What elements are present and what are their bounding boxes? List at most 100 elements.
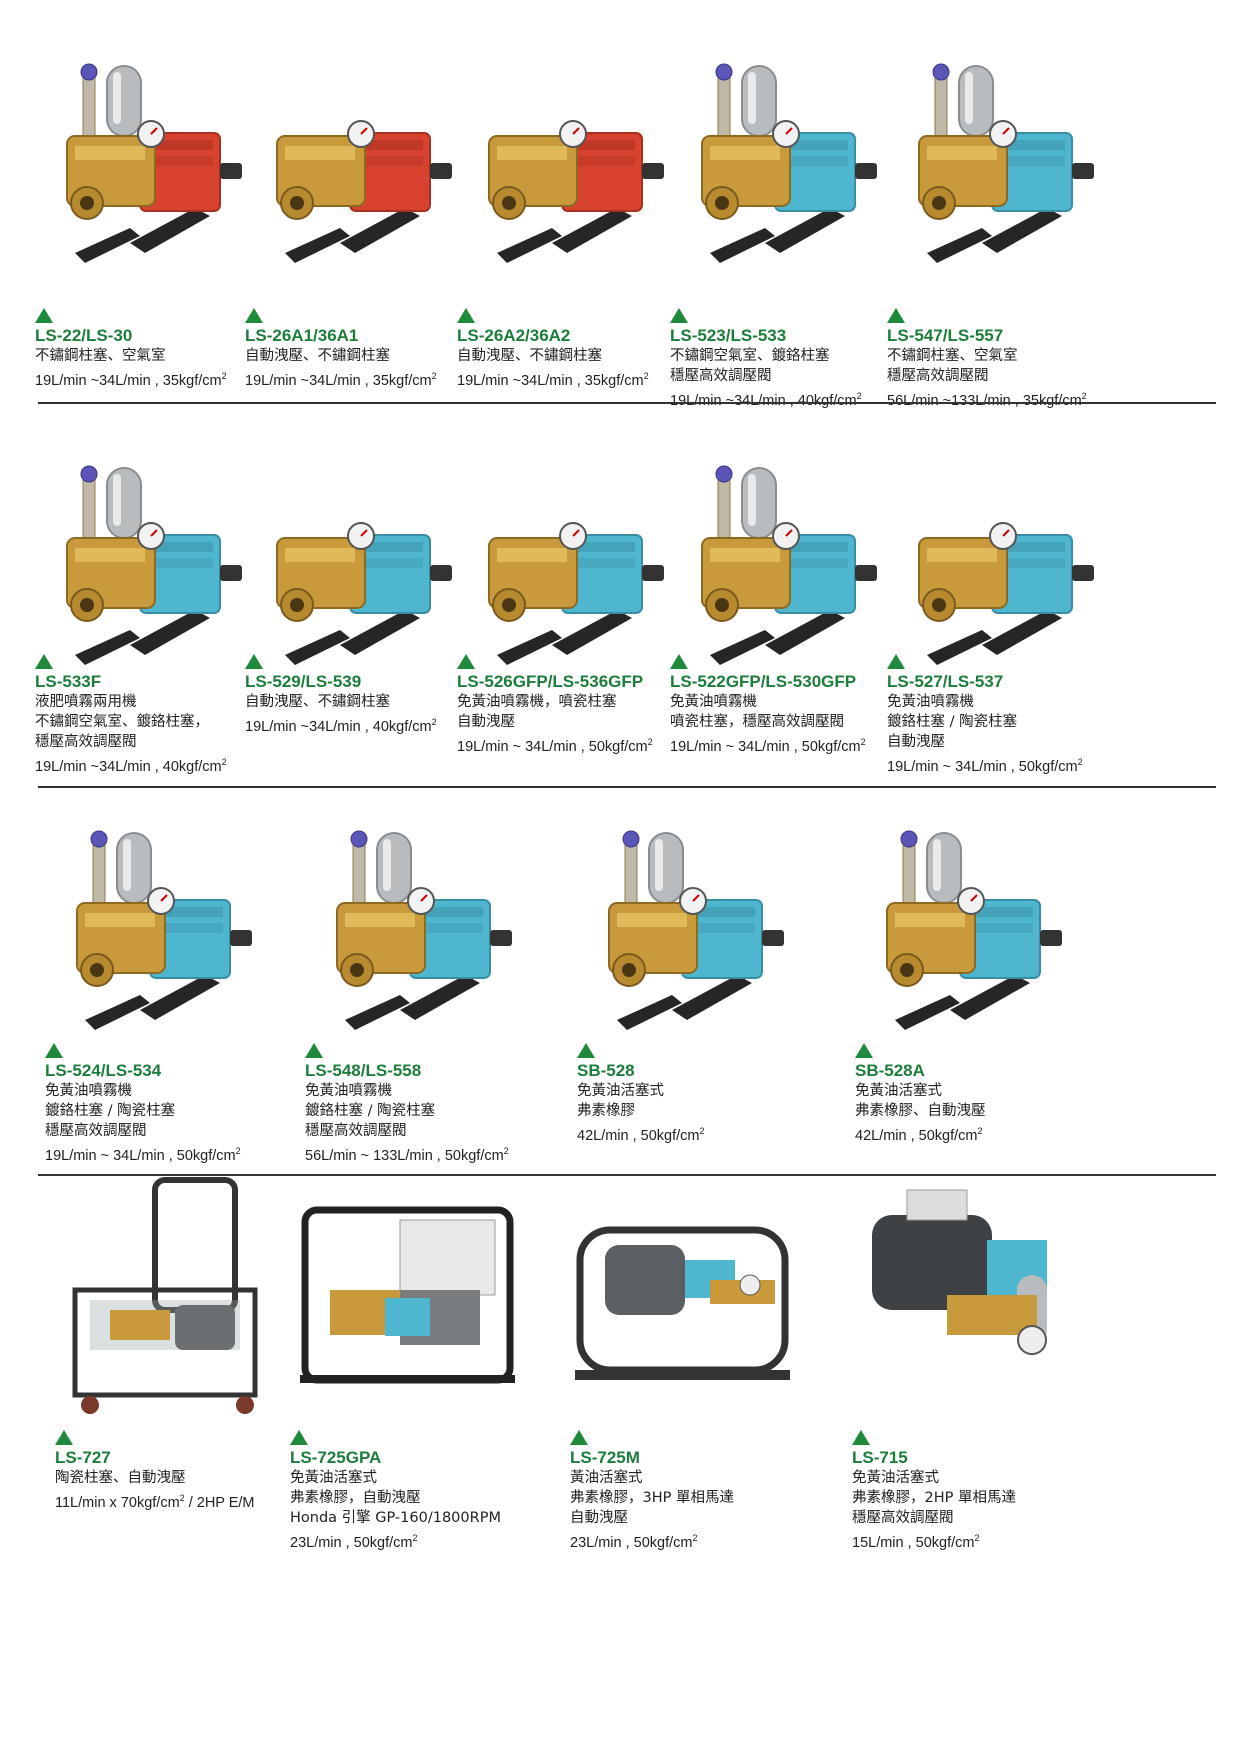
spec-text: 19L/min ~34L/min , 35kgf/cm [245,372,432,389]
product-photo [887,38,1119,303]
pump-photo [488,120,664,263]
model-number: LS-548/LS-558 [305,1061,422,1080]
spec-text: 42L/min , 50kgf/cm [855,1127,978,1144]
spec-text: 15L/min , 50kgf/cm [852,1534,975,1551]
spec-superscript: 2 [412,1533,418,1543]
pump-photo [76,830,252,1030]
feature-line: 免黃油活塞式 [852,1470,939,1486]
pump-photo [918,522,1094,665]
feature-line: 自動洩壓、不鏽鋼柱塞 [457,348,602,364]
spec-text: 23L/min , 50kgf/cm [290,1534,413,1551]
pump-photo [66,63,242,263]
triangle-marker-icon [55,1430,73,1445]
feature-line: 免黃油噴霧機 [670,694,757,710]
product-photo [855,805,1087,1040]
product-photo [245,38,477,303]
spec-line: 19L/min ~ 34L/min , 50kgf/cm2 [887,752,1127,777]
model-number: LS-533F [35,672,102,691]
model-number: LS-526GFP/LS-536GFP [457,672,644,691]
triangle-marker-icon [457,308,475,323]
spec-superscript: 2 [977,1126,983,1136]
spec-superscript: 2 [1077,757,1083,767]
model-number: LS-22/LS-30 [35,326,133,345]
product-photo [290,1170,522,1428]
spec-text: 56L/min ~133L/min , 35kgf/cm [887,392,1082,409]
model-number: LS-715 [852,1448,908,1467]
feature-line: 自動洩壓、不鏽鋼柱塞 [245,348,390,364]
model-number: LS-725M [570,1448,640,1467]
model-number: LS-529/LS-539 [245,672,362,691]
triangle-marker-icon [887,654,905,669]
spec-text: 19L/min ~ 34L/min , 50kgf/cm [887,758,1078,775]
spec-text: 19L/min ~ 34L/min , 50kgf/cm [457,738,648,755]
product-photo [670,440,902,665]
feature-line: 黃油活塞式 [570,1470,643,1486]
pump-photo [276,522,452,665]
model-number: LS-26A2/36A2 [457,326,571,345]
spec-superscript: 2 [647,737,653,747]
feature-line: 不鏽鋼柱塞、空氣室 [35,348,166,364]
spec-superscript: 2 [221,371,227,381]
spec-line: 19L/min ~ 34L/min , 50kgf/cm2 [670,732,910,757]
spec-superscript: 2 [503,1146,509,1156]
spec-line: 15L/min , 50kgf/cm2 [852,1528,1092,1553]
spec-text: 19L/min ~34L/min , 40kgf/cm [35,758,222,775]
spec-line: 56L/min ~ 133L/min , 50kgf/cm2 [305,1141,545,1166]
spec-text: 23L/min , 50kgf/cm [570,1534,693,1551]
spec-line: 23L/min , 50kgf/cm2 [290,1528,530,1553]
product-photo [245,440,477,665]
spec-text: 19L/min ~34L/min , 40kgf/cm [245,718,432,735]
feature-line: Honda 引擎 GP-160/1800RPM [290,1510,501,1526]
product-photo [35,440,267,665]
motor-sprayer-photo [575,1226,790,1380]
spec-line: 19L/min ~34L/min , 35kgf/cm2 [35,366,275,391]
feature-line: 不鏽鋼柱塞、空氣室 [887,348,1018,364]
spec-line: 23L/min , 50kgf/cm2 [570,1528,810,1553]
spec-line: 19L/min ~34L/min , 40kgf/cm2 [245,712,485,737]
feature-line: 弗素橡膠、自動洩壓 [855,1103,986,1119]
triangle-marker-icon [45,1043,63,1058]
feature-line: 穩壓高效調壓閥 [887,368,989,384]
triangle-marker-icon [35,654,53,669]
spec-line: 19L/min ~ 34L/min , 50kgf/cm2 [457,732,697,757]
pump-photo [488,522,664,665]
engine-sprayer-photo [300,1206,515,1384]
spec-superscript: 2 [692,1533,698,1543]
feature-line: 陶瓷柱塞、自動洩壓 [55,1470,186,1486]
spec-superscript: 2 [1081,391,1087,401]
pump-photo [66,465,242,665]
pump-photo [918,63,1094,263]
feature-line: 弗素橡膠，自動洩壓 [290,1490,421,1506]
spec-superscript: 2 [221,757,227,767]
spec-tail: / 2HP E/M [184,1494,255,1511]
pump-photo [701,63,877,263]
spec-superscript: 2 [860,737,866,747]
product-photo [35,38,267,303]
feature-line: 免黃油活塞式 [855,1083,942,1099]
model-number: LS-523/LS-533 [670,326,787,345]
feature-line: 自動洩壓 [887,734,945,750]
pump-photo [276,120,452,263]
triangle-marker-icon [570,1430,588,1445]
product-photo [457,440,689,665]
feature-line: 穩壓高效調壓閥 [852,1510,954,1526]
feature-line: 免黃油噴霧機 [45,1083,132,1099]
product-photo [570,1170,802,1428]
triangle-marker-icon [245,308,263,323]
model-number: LS-527/LS-537 [887,672,1004,691]
pump-photo [701,465,877,665]
spec-line: 42L/min , 50kgf/cm2 [577,1121,817,1146]
feature-line: 免黃油活塞式 [577,1083,664,1099]
product-info: LS-22/LS-30 不鏽鋼柱塞、空氣室 19L/min ~34L/min , 3… [35,308,275,391]
spec-text: 19L/min ~ 34L/min , 50kgf/cm [45,1147,236,1164]
feature-line: 液肥噴霧兩用機 [35,694,137,710]
feature-line: 自動洩壓 [570,1510,628,1526]
